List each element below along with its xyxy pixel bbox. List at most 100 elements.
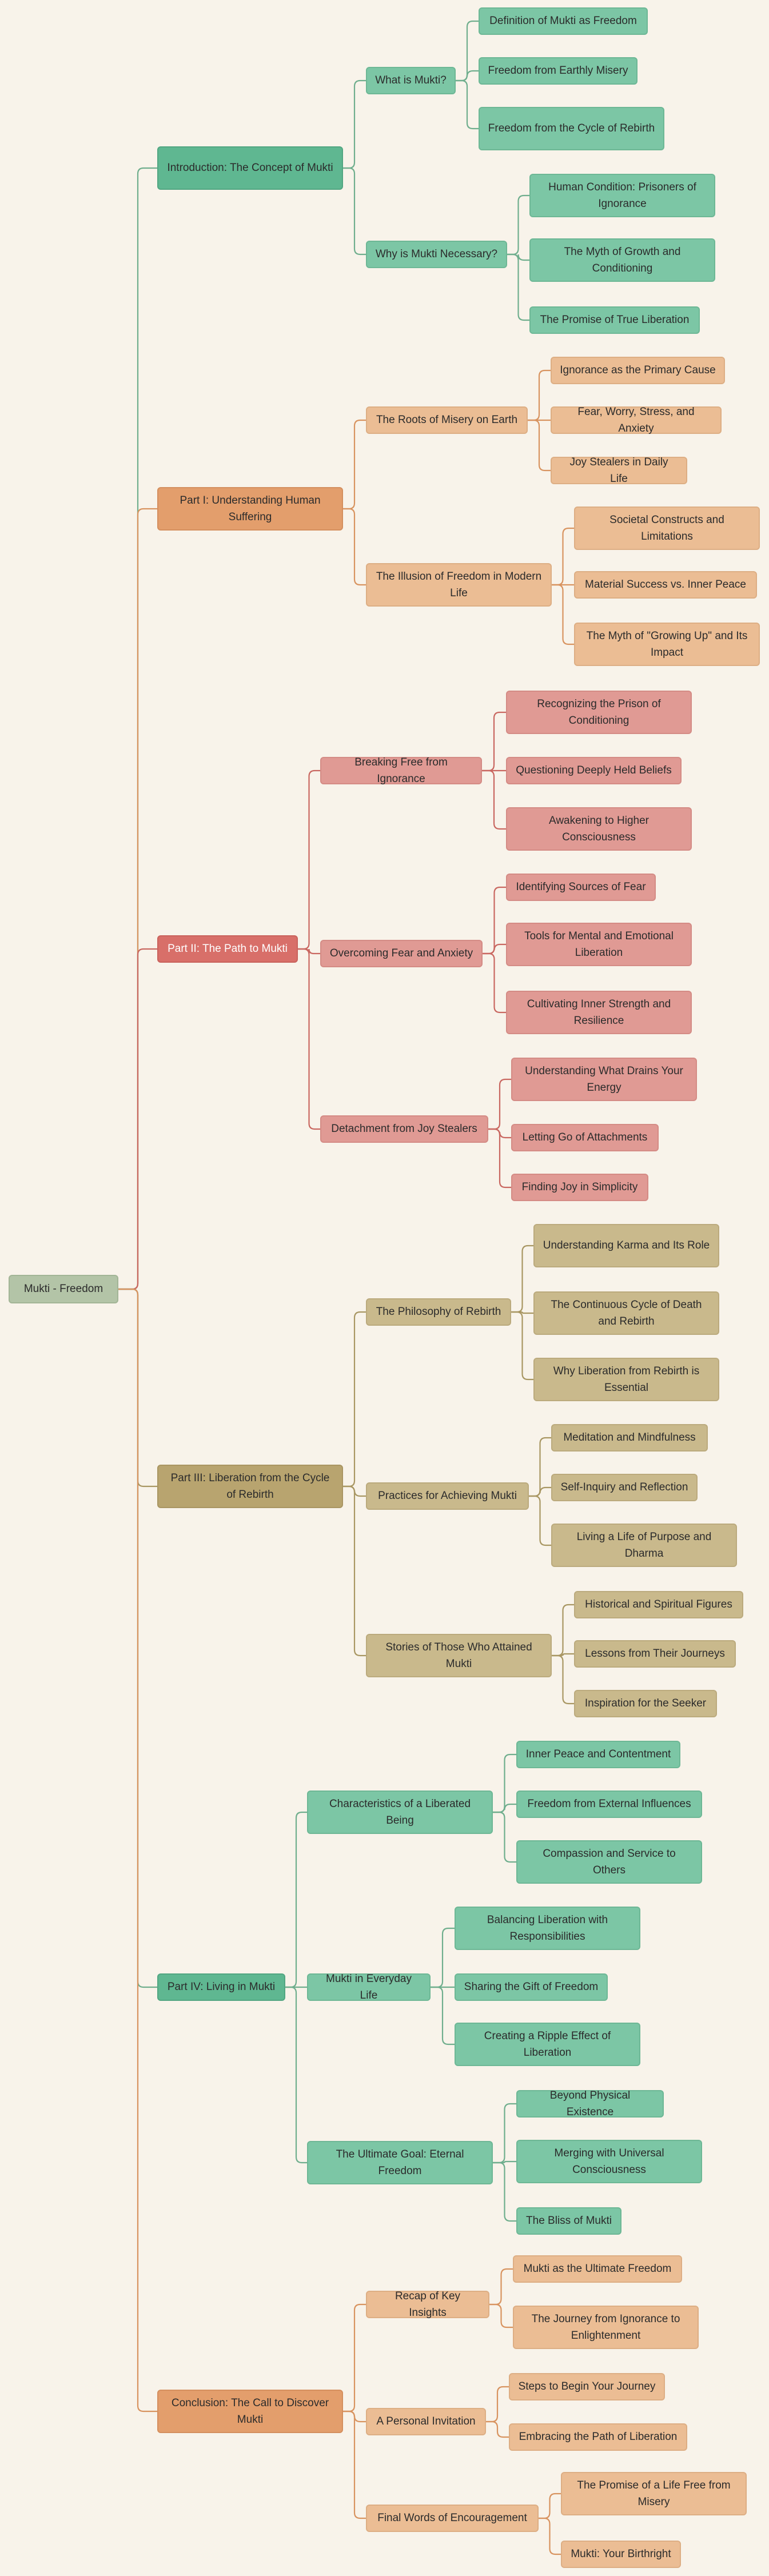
connector-line [285,1811,307,1988]
leaf-compassion-service[interactable]: Compassion and Service to Others [516,1840,702,1884]
leaf-freedom-cycle-rebirth[interactable]: Freedom from the Cycle of Rebirth [479,107,664,150]
leaf-inspiration-seeker[interactable]: Inspiration for the Seeker [574,1690,717,1717]
leaf-mukti-ultimate-freedom[interactable]: Mukti as the Ultimate Freedom [513,2255,682,2283]
connector-line [539,2517,561,2555]
leaf-ignorance-primary-cause[interactable]: Ignorance as the Primary Cause [551,357,725,384]
leaf-myth-growth-conditioning[interactable]: The Myth of Growth and Conditioning [529,238,715,282]
leaf-fear-worry-stress[interactable]: Fear, Worry, Stress, and Anxiety [551,406,722,434]
leaf-joy-stealers[interactable]: Joy Stealers in Daily Life [551,456,687,485]
leaf-merging-universal[interactable]: Merging with Universal Consciousness [516,2140,702,2183]
leaf-inner-peace[interactable]: Inner Peace and Contentment [516,1741,680,1768]
branch-breaking-free[interactable]: Breaking Free from Ignorance [320,756,482,785]
connector-line [488,1128,511,1189]
leaf-freedom-external[interactable]: Freedom from External Influences [516,1791,702,1818]
connector-line [552,584,574,645]
section-introduction[interactable]: Introduction: The Concept of Mukti [157,146,343,190]
section-part-one[interactable]: Part I: Understanding Human Suffering [157,487,343,531]
branch-practices-mukti[interactable]: Practices for Achieving Mukti [366,1482,529,1510]
leaf-tools-liberation[interactable]: Tools for Mental and Emotional Liberatio… [506,923,692,966]
connector-line [493,2103,516,2164]
connector-line [482,711,506,772]
branch-what-is-mukti[interactable]: What is Mukti? [366,67,456,94]
leaf-understanding-karma[interactable]: Understanding Karma and Its Role [533,1224,719,1267]
leaf-living-purpose[interactable]: Living a Life of Purpose and Dharma [551,1524,737,1567]
connector-line [552,1653,574,1657]
leaf-ripple-effect[interactable]: Creating a Ripple Effect of Liberation [455,2023,640,2066]
leaf-awakening-consciousness[interactable]: Awakening to Higher Consciousness [506,807,692,851]
connector-line [507,194,529,256]
branch-recap-insights[interactable]: Recap of Key Insights [366,2290,489,2319]
branch-why-mukti-necessary[interactable]: Why is Mukti Necessary? [366,241,507,268]
connector-line [343,2410,366,2519]
section-conclusion[interactable]: Conclusion: The Call to Discover Mukti [157,2390,343,2433]
branch-final-words[interactable]: Final Words of Encouragement [366,2505,539,2532]
root-node[interactable]: Mukti - Freedom [9,1275,118,1303]
leaf-recognizing-prison[interactable]: Recognizing the Prison of Conditioning [506,691,692,734]
leaf-material-success[interactable]: Material Success vs. Inner Peace [574,571,757,599]
leaf-human-condition[interactable]: Human Condition: Prisoners of Ignorance [529,174,715,217]
branch-stories-attained[interactable]: Stories of Those Who Attained Mukti [366,1634,552,1677]
branch-philosophy-rebirth[interactable]: The Philosophy of Rebirth [366,1298,511,1326]
connector-line [343,1485,366,1657]
leaf-promise-true-liberation[interactable]: The Promise of True Liberation [529,306,700,334]
leaf-cultivating-strength[interactable]: Cultivating Inner Strength and Resilienc… [506,991,692,1034]
leaf-understanding-drains[interactable]: Understanding What Drains Your Energy [511,1058,697,1101]
connector-line [528,419,551,472]
connector-line [343,79,366,169]
connector-line [511,1245,533,1313]
connector-line [456,79,479,130]
leaf-embracing-path[interactable]: Embracing the Path of Liberation [509,2423,687,2451]
leaf-beyond-physical[interactable]: Beyond Physical Existence [516,2089,664,2118]
leaf-lessons-journeys[interactable]: Lessons from Their Journeys [574,1640,736,1668]
leaf-identifying-fear[interactable]: Identifying Sources of Fear [506,874,656,901]
leaf-promise-life-free[interactable]: The Promise of a Life Free from Misery [561,2472,747,2515]
branch-characteristics-liberated[interactable]: Characteristics of a Liberated Being [307,1791,493,1834]
leaf-meditation[interactable]: Meditation and Mindfulness [551,1424,708,1452]
leaf-historical-figures[interactable]: Historical and Spiritual Figures [574,1591,743,1618]
connector-line [552,527,574,586]
connector-line [552,1604,574,1657]
branch-personal-invitation[interactable]: A Personal Invitation [366,2408,486,2435]
connector-line [511,1311,533,1381]
leaf-joy-simplicity[interactable]: Finding Joy in Simplicity [511,1174,648,1201]
leaf-steps-begin[interactable]: Steps to Begin Your Journey [509,2373,665,2400]
leaf-questioning-beliefs[interactable]: Questioning Deeply Held Beliefs [506,757,682,784]
connector-line [493,2162,516,2222]
connector-line [456,20,479,82]
branch-mukti-everyday[interactable]: Mukti in Everyday Life [307,1973,431,2001]
section-part-four[interactable]: Part IV: Living in Mukti [157,1973,285,2001]
leaf-bliss-mukti[interactable]: The Bliss of Mukti [516,2207,621,2235]
leaf-societal-constructs[interactable]: Societal Constructs and Limitations [574,507,760,550]
leaf-why-liberation-essential[interactable]: Why Liberation from Rebirth is Essential [533,1358,719,1401]
connector-line [507,253,529,321]
section-part-three[interactable]: Part III: Liberation from the Cycle of R… [157,1465,343,1508]
connector-line [489,2303,513,2328]
connector-line [486,2421,509,2438]
leaf-freedom-earthly-misery[interactable]: Freedom from Earthly Misery [479,57,637,85]
branch-illusion-of-freedom[interactable]: The Illusion of Freedom in Modern Life [366,563,552,607]
connector-line [482,769,506,830]
connector-line [431,1986,455,2045]
branch-detachment-joy-stealers[interactable]: Detachment from Joy Stealers [320,1115,488,1143]
connector-line [483,952,506,1014]
leaf-self-inquiry[interactable]: Self-Inquiry and Reflection [551,1474,698,1501]
leaf-definition-of-mukti[interactable]: Definition of Mukti as Freedom [479,7,648,35]
leaf-sharing-gift[interactable]: Sharing the Gift of Freedom [455,1973,608,2001]
leaf-journey-ignorance[interactable]: The Journey from Ignorance to Enlightenm… [513,2306,699,2349]
connector-line [493,1753,516,1813]
connector-line [511,1311,533,1314]
leaf-continuous-cycle[interactable]: The Continuous Cycle of Death and Rebirt… [533,1291,719,1335]
leaf-balancing-liberation[interactable]: Balancing Liberation with Responsibiliti… [455,1907,640,1950]
connector-line [298,769,320,950]
leaf-your-birthright[interactable]: Mukti: Your Birthright [561,2541,681,2568]
branch-overcoming-fear[interactable]: Overcoming Fear and Anxiety [320,940,483,967]
connector-line [118,1288,157,2412]
leaf-letting-go[interactable]: Letting Go of Attachments [511,1124,659,1151]
branch-roots-of-misery[interactable]: The Roots of Misery on Earth [366,406,528,434]
branch-ultimate-goal[interactable]: The Ultimate Goal: Eternal Freedom [307,2141,493,2184]
connector-line [343,2303,366,2412]
leaf-myth-growing-up[interactable]: The Myth of "Growing Up" and Its Impact [574,623,760,666]
connector-line [298,948,320,1130]
section-part-two[interactable]: Part II: The Path to Mukti [157,935,298,963]
